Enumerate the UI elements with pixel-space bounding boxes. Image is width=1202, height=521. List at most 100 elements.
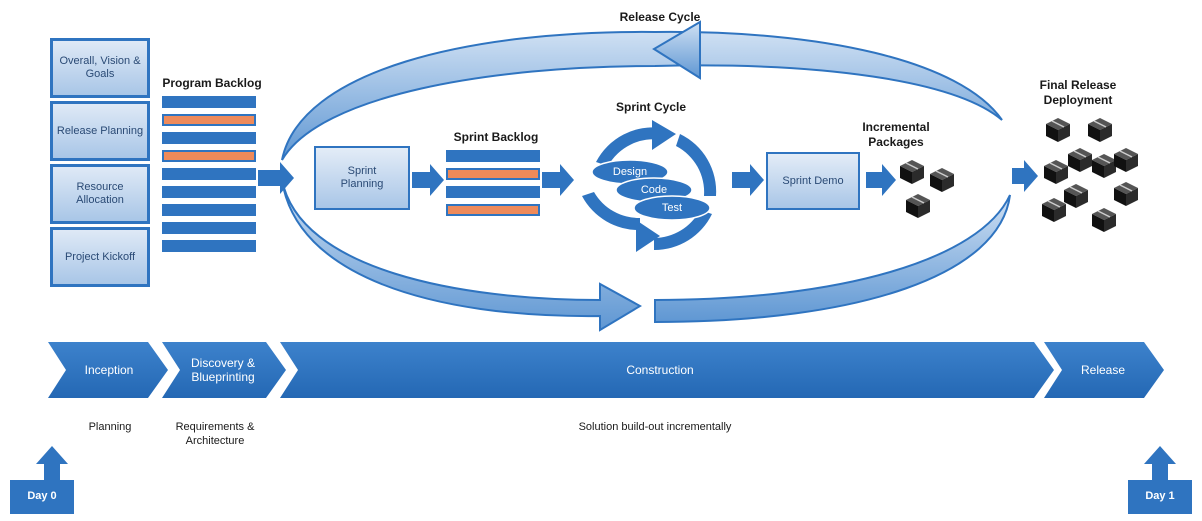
day-markers <box>10 446 1192 514</box>
resource-allocation-box: Resource Allocation <box>50 164 150 224</box>
release-cycle-top-arc <box>281 30 1003 161</box>
package-cube-side <box>1080 154 1092 172</box>
package-cube-side <box>1064 190 1076 208</box>
day-1-box: Day 1 <box>1128 480 1192 514</box>
package-cube-side <box>1092 160 1104 178</box>
backlog-item <box>162 168 256 180</box>
package-cube-tape <box>1049 162 1063 170</box>
package-cube-side <box>930 174 942 192</box>
package-cube-tape <box>1097 210 1111 218</box>
phase-construction-shape <box>280 342 1054 398</box>
package-cube-side <box>906 200 918 218</box>
code-step-label: Code <box>640 184 668 196</box>
day-0-marker <box>10 446 74 514</box>
day-1-marker <box>1128 446 1192 514</box>
package-cube-side <box>1068 154 1080 172</box>
arrow-to-final-release <box>1012 160 1038 192</box>
program-backlog-label: Program Backlog <box>162 76 262 90</box>
package-cube-side <box>1104 214 1116 232</box>
package-cube-side <box>1114 188 1126 206</box>
arrow-planning-to-backlog <box>412 164 444 196</box>
final-release-label: Final Release Deployment <box>1039 78 1117 107</box>
package-cube-side <box>1056 166 1068 184</box>
release-cycle-arrowhead-left <box>652 20 701 80</box>
package-cube-tape <box>1097 156 1111 164</box>
release-planning-box: Release Planning <box>50 101 150 161</box>
backlog-item <box>162 240 256 252</box>
test-step-label: Test <box>661 202 683 214</box>
package-cube-side <box>1088 124 1100 142</box>
flow-arrows <box>258 160 1038 196</box>
sprint-backlog-item <box>446 204 540 216</box>
package-cube-side <box>1058 124 1070 142</box>
arrow-demo-to-packages <box>866 164 896 196</box>
package-cube-side <box>1076 190 1088 208</box>
vision-goals-box: Overall, Vision & Goals <box>50 38 150 98</box>
day-0-box: Day 0 <box>10 480 74 514</box>
incremental-packages-label: Incremental Packages <box>862 120 930 149</box>
sprint-backlog-item <box>446 168 540 180</box>
package-cube-side <box>1126 154 1138 172</box>
package-cube-side <box>1104 160 1116 178</box>
backlog-item <box>162 186 256 198</box>
release-phase-label: Release <box>1080 363 1126 377</box>
phase-discovery-shape <box>162 342 286 398</box>
backlog-item <box>162 114 256 126</box>
package-cube-tape <box>1119 184 1133 192</box>
requirements-caption: Requirements & Architecture <box>175 421 255 447</box>
solution-caption: Solution build-out incrementally <box>578 421 732 433</box>
construction-phase-label: Construction <box>626 363 694 377</box>
package-cube-side <box>1092 214 1104 232</box>
package-cube-side <box>942 174 954 192</box>
release-cycle-bottom-arc <box>281 179 643 332</box>
project-kickoff-box: Project Kickoff <box>50 227 150 287</box>
sprint-backlog-item <box>446 150 540 162</box>
backlog-item <box>162 222 256 234</box>
sprint-cycle-ring <box>582 120 717 252</box>
backlog-item <box>162 96 256 108</box>
backlog-item <box>162 132 256 144</box>
design-step-label: Design <box>612 166 648 178</box>
package-cube-side <box>1044 166 1056 184</box>
package-cube-tape <box>1119 150 1133 158</box>
arrow-backlog-to-cycle <box>542 164 574 196</box>
package-cube-side <box>912 166 924 184</box>
package-cube-tape <box>1069 186 1083 194</box>
package-cubes <box>900 118 1138 232</box>
phase-chevrons <box>48 342 1164 398</box>
package-cube-tape <box>1073 150 1087 158</box>
package-cube-tape <box>911 196 925 204</box>
package-cube-tape <box>1047 200 1061 208</box>
release-cycle-bottom-right-arc <box>654 194 1011 324</box>
package-cube-side <box>1042 204 1054 222</box>
sprint-planning-box: Sprint Planning <box>314 146 410 210</box>
package-cube-side <box>1054 204 1066 222</box>
day-0-label: Day 0 <box>27 490 57 502</box>
package-cube-side <box>918 200 930 218</box>
phase-release-shape <box>1044 342 1164 398</box>
sprint-cycle-steps <box>591 159 711 221</box>
day-1-label: Day 1 <box>1145 490 1175 502</box>
sprint-backlog-label: Sprint Backlog <box>453 130 539 144</box>
planning-caption: Planning <box>88 421 132 433</box>
package-cube-tape <box>935 170 949 178</box>
sprint-backlog-item <box>446 186 540 198</box>
package-cube-tape <box>1093 120 1107 128</box>
arrow-cycle-to-demo <box>732 164 764 196</box>
package-cube-tape <box>1051 120 1065 128</box>
sprint-cycle-label: Sprint Cycle <box>615 100 687 114</box>
release-cycle-label: Release Cycle <box>619 10 701 24</box>
discovery-phase-label: Discovery & Blueprinting <box>190 356 255 384</box>
sprint-demo-box: Sprint Demo <box>766 152 860 210</box>
phase-inception-shape <box>48 342 168 398</box>
backlog-item <box>162 204 256 216</box>
package-cube-tape <box>905 162 919 170</box>
package-cube-side <box>1100 124 1112 142</box>
package-cube-side <box>1046 124 1058 142</box>
backlog-item <box>162 150 256 162</box>
arrow-backlog-to-planning <box>258 162 294 194</box>
package-cube-side <box>1114 154 1126 172</box>
package-cube-side <box>900 166 912 184</box>
